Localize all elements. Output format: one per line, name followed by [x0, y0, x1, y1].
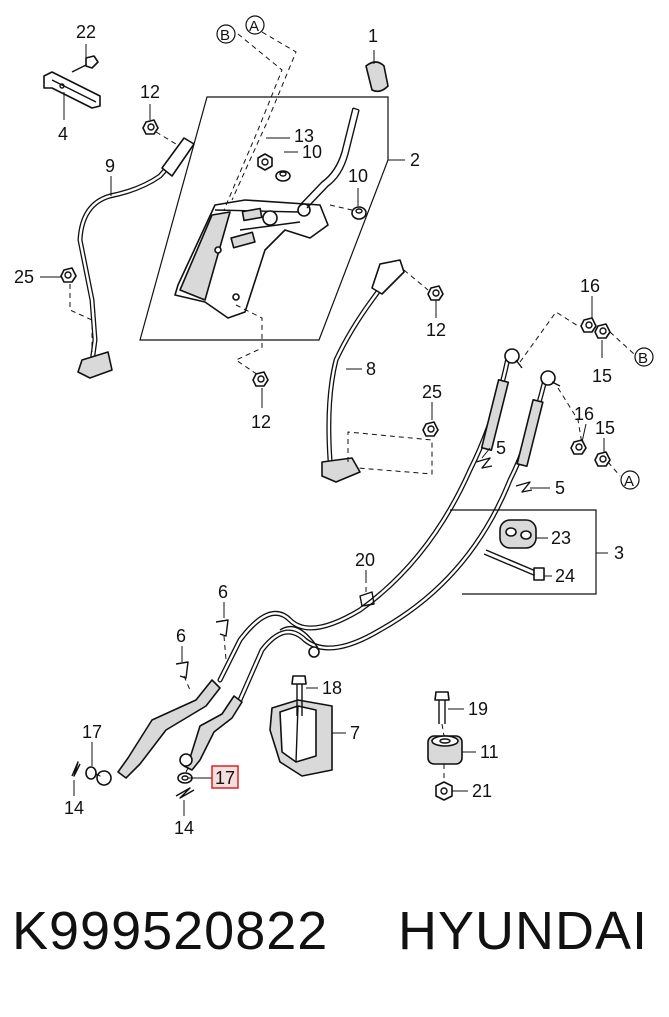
clip-14-left [71, 761, 81, 777]
nut-12-low [252, 371, 269, 387]
guide-6 [183, 635, 227, 691]
callout-21: 21 [472, 781, 492, 801]
washer-17-left [85, 766, 97, 780]
callout-15-bot: 15 [595, 418, 615, 438]
callout-7: 7 [350, 723, 360, 743]
clip-14-right [175, 787, 195, 799]
guide-25 [69, 284, 93, 352]
callout-23: 23 [551, 528, 571, 548]
callout-9: 9 [105, 156, 115, 176]
callout-24: 24 [555, 566, 575, 586]
callout-14-left: 14 [64, 798, 84, 818]
shift-knob [365, 61, 389, 93]
bolt-18 [291, 675, 307, 716]
nut-21 [435, 781, 453, 801]
guide-8 [347, 431, 433, 475]
callout-25-right: 25 [422, 382, 442, 402]
marker-a-right: A [620, 470, 640, 490]
callout-6-lower: 6 [176, 626, 186, 646]
bushing-10-right [351, 206, 367, 220]
bolt-19 [434, 691, 450, 724]
callout-12-mid: 12 [426, 320, 446, 340]
cable-tie-24 [483, 549, 545, 581]
callout-5-lower: 5 [555, 478, 565, 498]
clip-20 [359, 591, 375, 607]
callout-17-left: 17 [82, 722, 102, 742]
callout-19: 19 [468, 699, 488, 719]
callout-10-left: 10 [302, 142, 322, 162]
callout-17-right: 17 [215, 768, 235, 788]
clip-5-upper [475, 457, 493, 469]
callout-11: 11 [480, 742, 499, 762]
callout-18: 18 [322, 678, 342, 698]
guide-a-right [557, 387, 621, 477]
nut-13 [257, 153, 273, 171]
callout-10-right: 10 [348, 166, 368, 186]
nut-25-right [422, 421, 439, 437]
bushing-10-left [275, 170, 291, 182]
shift-cables [96, 348, 561, 786]
washer-15-top [594, 323, 611, 339]
nut-12-mid [427, 285, 444, 301]
marker-b-right: B [634, 347, 654, 367]
guide-10-right [329, 204, 353, 211]
guide-17-right [185, 767, 189, 773]
callout-13: 13 [294, 126, 314, 146]
callout-2: 2 [410, 150, 420, 170]
callout-25-left: 25 [14, 267, 34, 287]
leader-lines [40, 44, 608, 816]
bracket-4 [43, 71, 101, 109]
callout-6-upper: 6 [218, 582, 228, 602]
callout-16-bot: 16 [574, 404, 594, 424]
callout-22: 22 [76, 22, 96, 42]
svg-text:B: B [220, 27, 230, 44]
callout-12-left: 12 [140, 82, 160, 102]
guide-19 [441, 723, 445, 782]
svg-text:A: A [249, 18, 259, 35]
mount-11 [427, 735, 463, 765]
lever-assembly-frame [139, 96, 389, 341]
guide-b-right [519, 311, 635, 363]
shift-lever-rod [299, 107, 360, 209]
bracket-7 [269, 699, 333, 777]
callout-8: 8 [366, 359, 376, 379]
svg-text:A: A [624, 473, 634, 490]
highlight-box-17 [211, 765, 239, 789]
guide-a-top [231, 31, 297, 201]
clip-6-upper [215, 619, 229, 637]
callout-16-top: 16 [580, 276, 600, 296]
callout-20: 20 [355, 550, 375, 570]
clip-6-lower [175, 661, 189, 679]
guide-12-mid [403, 269, 429, 291]
guide-12-left [155, 131, 177, 145]
nut-12-left [142, 119, 159, 135]
grommet-23 [499, 519, 537, 549]
part-number: K999520822 [12, 901, 329, 961]
marker-a-top: A [245, 15, 265, 35]
callout-5-upper: 5 [496, 438, 506, 458]
callout-15-top: 15 [592, 366, 612, 386]
nut-25 [60, 267, 77, 283]
clip-5-lower [515, 481, 533, 493]
bracket-3-frame [450, 509, 597, 595]
callout-12-low: 12 [251, 412, 271, 432]
callout-14-right: 14 [174, 818, 194, 838]
nut-16-bot [570, 439, 587, 455]
nut-16-top [580, 317, 597, 333]
guide-12-low [234, 304, 263, 376]
guide-b-top [223, 33, 283, 211]
callout-1: 1 [368, 26, 378, 46]
rod-9 [77, 137, 195, 379]
marker-b-top: B [216, 24, 236, 44]
parts-diagram: 22 4 1 2 12 9 13 10 10 25 12 8 12 25 5 5… [14, 15, 654, 838]
svg-text:B: B [638, 350, 648, 367]
washer-15-bot [594, 451, 611, 467]
guide-17-left [95, 773, 105, 779]
callout-3: 3 [614, 543, 624, 563]
brand-name: HYUNDAI [398, 901, 649, 961]
bolt-22 [71, 55, 99, 73]
rod-8 [321, 259, 405, 483]
callout-4: 4 [58, 124, 68, 144]
shift-lever-bracket [174, 199, 329, 319]
